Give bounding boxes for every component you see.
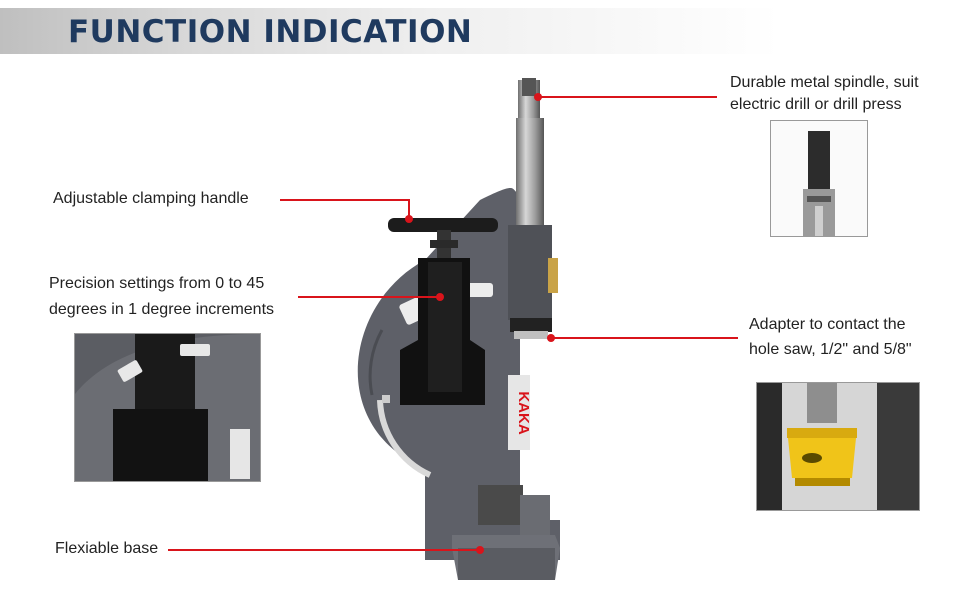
base-label: Flexiable base [55, 540, 159, 557]
adapter-label-line1: Adapter to contact the [749, 316, 906, 333]
precision-leader-dot [436, 293, 444, 301]
adapter-leader-line [550, 337, 738, 339]
spindle-leader-dot [534, 93, 542, 101]
base-leader-dot [476, 546, 484, 554]
base-leader-line [168, 549, 478, 551]
precision-leader-line [298, 296, 440, 298]
handle-leader-line [280, 199, 410, 201]
adapter-label-line2: hole saw, 1/2" and 5/8" [749, 341, 912, 358]
logo-text: KAKA [515, 391, 532, 434]
handle-leader-dot [405, 215, 413, 223]
adapter-leader-dot [547, 334, 555, 342]
title-banner [0, 8, 780, 54]
handle-leader-vertical [408, 199, 410, 219]
spindle-leader-line [537, 96, 717, 98]
page-title: FUNCTION INDICATION [68, 14, 473, 50]
spindle-label-line2: electric drill or drill press [730, 96, 902, 113]
spindle-detail-image [770, 120, 868, 237]
precision-detail-image [74, 333, 261, 482]
adapter-detail-image [756, 382, 920, 511]
handle-label: Adjustable clamping handle [53, 190, 249, 207]
spindle-label-line1: Durable metal spindle, suit [730, 74, 919, 91]
precision-label-line2: degrees in 1 degree increments [49, 301, 275, 318]
precision-label-line1: Precision settings from 0 to 45 [49, 275, 265, 292]
